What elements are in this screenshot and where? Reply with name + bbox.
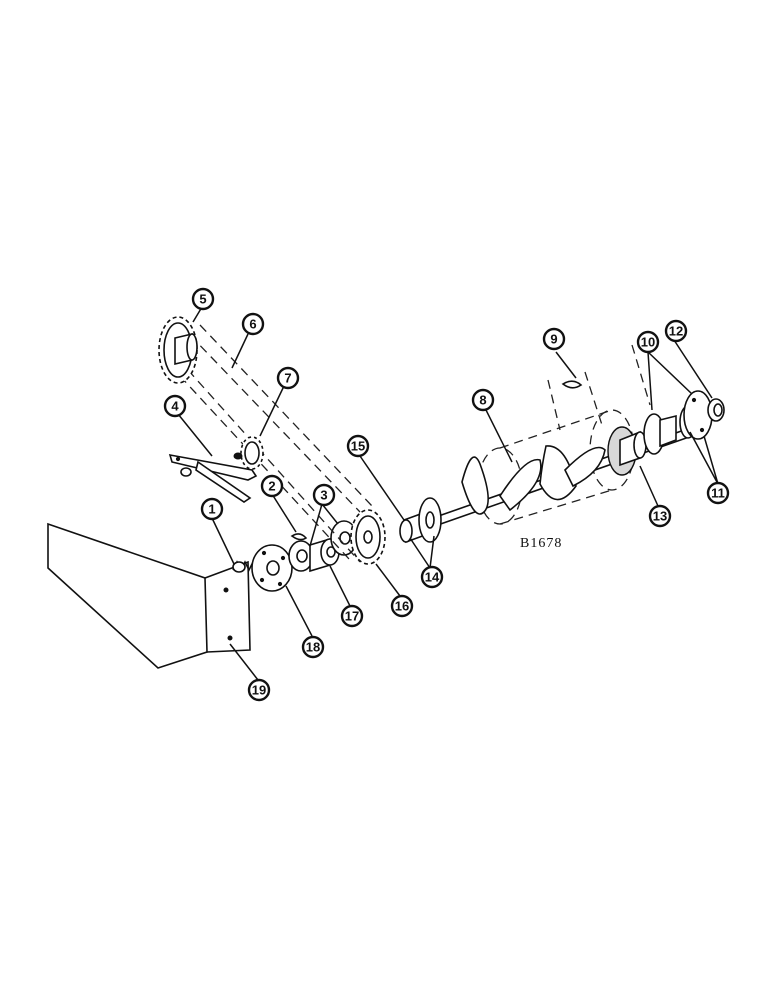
- svg-text:6: 6: [249, 317, 256, 332]
- callout-5: 5: [191, 287, 215, 311]
- svg-text:12: 12: [669, 324, 683, 339]
- spring: [232, 560, 254, 573]
- svg-text:17: 17: [345, 609, 359, 624]
- svg-text:5: 5: [199, 292, 206, 307]
- drawing-code-label: B1678: [520, 536, 562, 551]
- callout-2: 2: [260, 474, 284, 498]
- svg-text:11: 11: [711, 486, 725, 501]
- callout-18: 18: [301, 635, 325, 659]
- callout-16: 16: [390, 594, 414, 618]
- flange-plate: [251, 544, 293, 592]
- svg-text:10: 10: [641, 335, 655, 350]
- idler-bracket: [168, 453, 258, 503]
- callout-11: 11: [706, 481, 730, 505]
- callout-3: 3: [312, 483, 336, 507]
- svg-text:4: 4: [171, 399, 179, 414]
- svg-text:7: 7: [284, 371, 291, 386]
- svg-text:14: 14: [425, 570, 440, 585]
- callout-10: 10: [636, 330, 660, 354]
- idler-sprocket: [233, 436, 264, 470]
- callout-15: 15: [346, 434, 370, 458]
- callout-9: 9: [542, 327, 566, 351]
- callout-14: 14: [420, 565, 444, 589]
- auger-flighting: [461, 445, 606, 515]
- callout-19: 19: [247, 678, 271, 702]
- svg-text:2: 2: [268, 479, 275, 494]
- key: [290, 533, 308, 541]
- callout-7: 7: [276, 366, 300, 390]
- svg-text:3: 3: [320, 488, 327, 503]
- drive-chain: [179, 324, 373, 563]
- svg-text:1: 1: [208, 502, 215, 517]
- callout-8: 8: [471, 388, 495, 412]
- svg-text:19: 19: [252, 683, 266, 698]
- callout-4: 4: [163, 394, 187, 418]
- hub-flange: [399, 497, 442, 544]
- svg-text:16: 16: [395, 599, 409, 614]
- callout-1: 1: [200, 497, 224, 521]
- svg-text:15: 15: [351, 439, 365, 454]
- bearing-flange: [643, 390, 713, 455]
- drive-sprocket: [350, 509, 386, 565]
- leader-lines: [177, 306, 719, 681]
- svg-text:13: 13: [653, 509, 667, 524]
- shield-panel: [47, 522, 251, 669]
- callout-17: 17: [340, 604, 364, 628]
- svg-text:9: 9: [550, 332, 557, 347]
- callout-13: 13: [648, 504, 672, 528]
- upper-sprocket: [158, 316, 198, 384]
- callout-12: 12: [664, 319, 688, 343]
- svg-text:8: 8: [479, 393, 486, 408]
- svg-text:18: 18: [306, 640, 320, 655]
- shaft-key: [561, 380, 583, 389]
- locking-collar: [707, 398, 725, 422]
- callout-6: 6: [241, 312, 265, 336]
